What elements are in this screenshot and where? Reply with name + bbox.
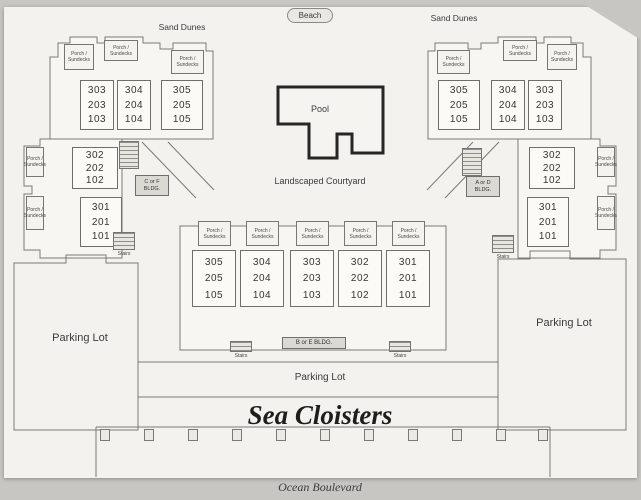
porch-sundeck-box: Porch /Sundecks xyxy=(503,40,537,61)
wall-pillar xyxy=(364,429,374,441)
stairs-icon xyxy=(230,341,252,352)
parking-lot-bottom-label: Parking Lot xyxy=(294,372,346,383)
sand-dunes-left-label: Sand Dunes xyxy=(158,22,206,32)
porch-sundeck-box: Porch /Sundecks xyxy=(246,221,279,246)
porch-sundeck-box: Porch /Sundecks xyxy=(198,221,231,246)
stairs-label: Stairs xyxy=(393,353,407,359)
wall-pillar xyxy=(144,429,154,441)
wall-pillar xyxy=(452,429,462,441)
stairs-label: Stairs xyxy=(117,251,131,257)
porch-sundeck-box: Porch /Sundecks xyxy=(595,147,617,177)
street-label: Ocean Boulevard xyxy=(278,480,362,494)
porch-sundeck-box: Porch /Sundecks xyxy=(595,196,617,230)
wall-pillar xyxy=(100,429,110,441)
stairs-label: Stairs xyxy=(234,353,248,359)
sand-dunes-right-label: Sand Dunes xyxy=(430,13,478,23)
wall-pillar xyxy=(232,429,242,441)
stairs-icon xyxy=(462,148,482,176)
porch-sundeck-box: Porch /Sundecks xyxy=(547,44,577,70)
porch-sundeck-box: Porch /Sundecks xyxy=(24,196,46,230)
wall-pillar xyxy=(408,429,418,441)
porch-sundeck-box: Porch /Sundecks xyxy=(171,50,204,74)
pool-label: Pool xyxy=(310,104,329,114)
wall-pillar xyxy=(496,429,506,441)
stairs-icon xyxy=(113,232,135,250)
porch-sundeck-box: Porch /Sundecks xyxy=(296,221,329,246)
porch-sundeck-box: Porch /Sundecks xyxy=(24,147,46,177)
bldg-label-b-or-e: B or E BLDG. xyxy=(282,337,346,349)
porch-sundeck-box: Porch /Sundecks xyxy=(64,44,94,70)
page-title: Sea Cloisters xyxy=(247,400,393,430)
parking-lot-right-label: Parking Lot xyxy=(536,317,592,329)
porch-sundeck-box: Porch /Sundecks xyxy=(104,40,138,61)
stairs-icon xyxy=(492,235,514,253)
porch-sundeck-box: Porch /Sundecks xyxy=(437,50,470,74)
wall-pillar xyxy=(188,429,198,441)
porch-sundeck-box: Porch /Sundecks xyxy=(392,221,425,246)
stairs-icon xyxy=(119,141,139,169)
wall-pillar xyxy=(538,429,548,441)
porch-sundeck-box: Porch /Sundecks xyxy=(344,221,377,246)
stairs-label: Stairs xyxy=(496,254,510,260)
beach-label: Beach xyxy=(287,8,333,23)
wall-pillar xyxy=(276,429,286,441)
courtyard-label: Landscaped Courtyard xyxy=(274,176,366,186)
stairs-icon xyxy=(389,341,411,352)
parking-lot-left-label: Parking Lot xyxy=(52,332,108,344)
wall-pillar xyxy=(320,429,330,441)
